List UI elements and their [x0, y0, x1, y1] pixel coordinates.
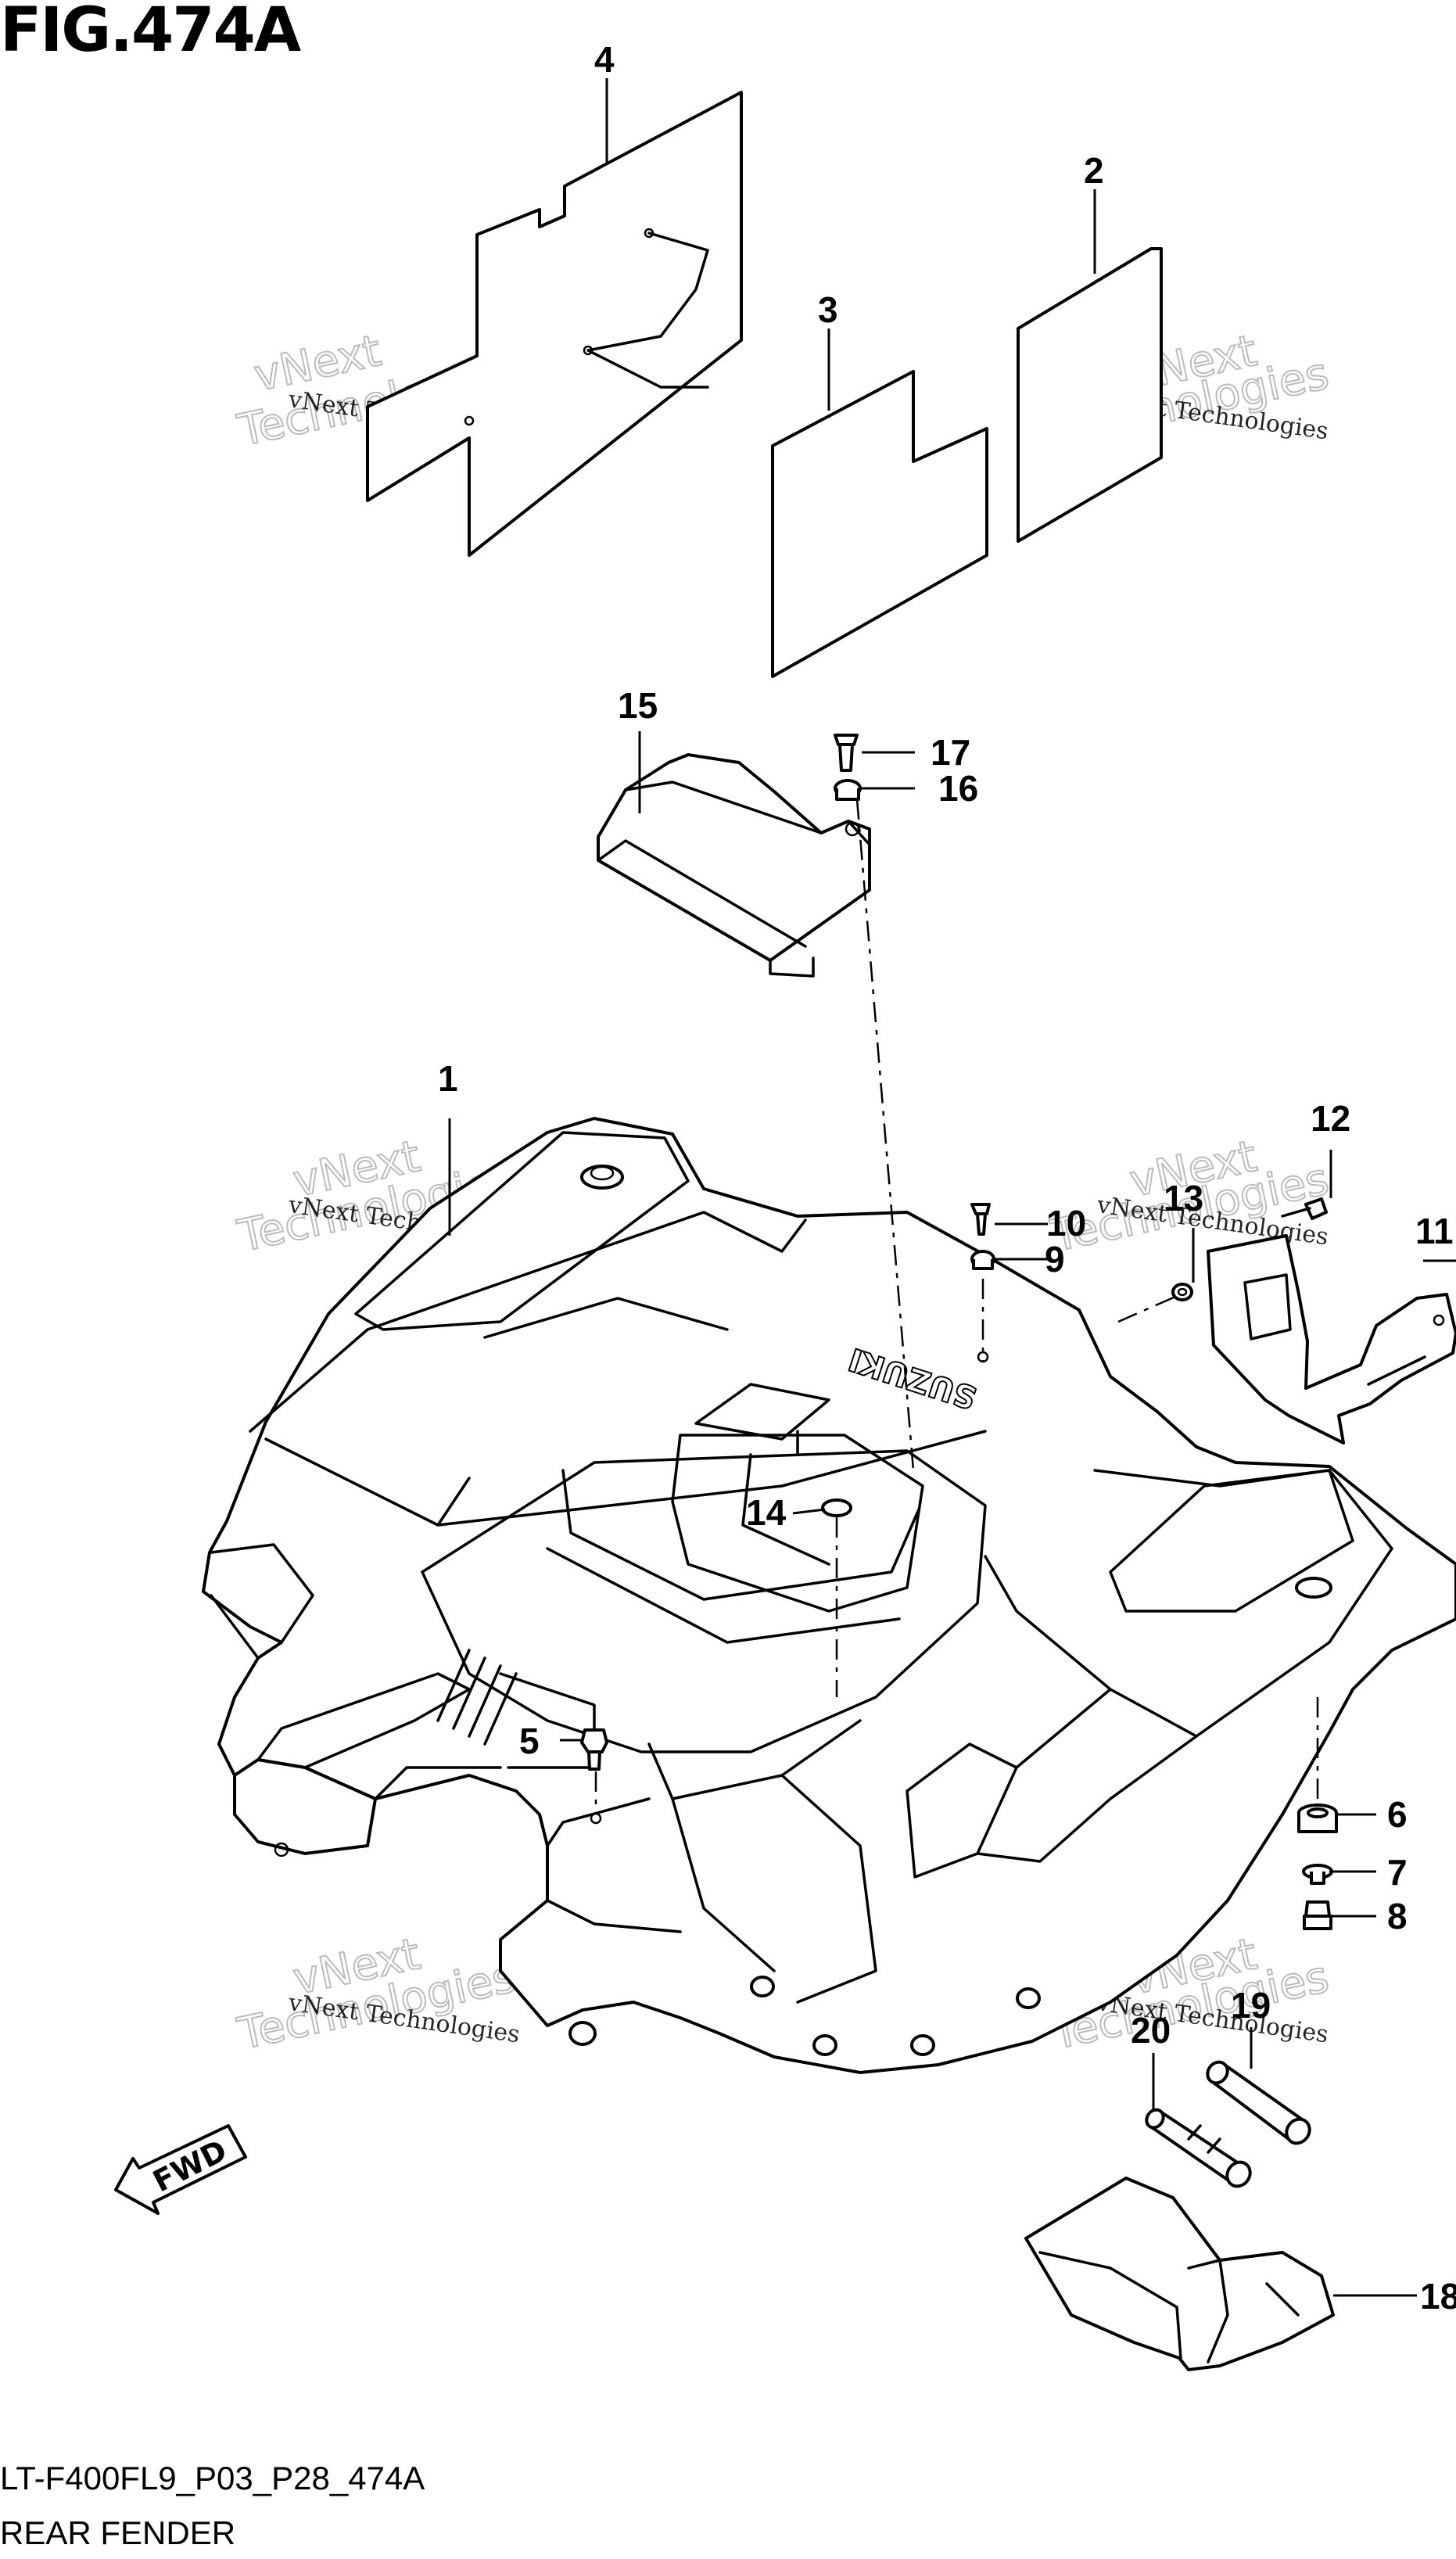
callout-6: 6 — [1387, 1794, 1408, 1835]
callout-13: 13 — [1164, 1178, 1203, 1218]
callout-1: 1 — [438, 1058, 458, 1099]
callout-5: 5 — [519, 1721, 540, 1761]
callout-18: 18 — [1420, 2276, 1456, 2317]
part-2-decal — [1017, 247, 1163, 543]
figure-code: LT-F400FL9_P03_P28_474A — [0, 2460, 425, 2496]
part-6-cushion — [1297, 1804, 1338, 1833]
watermark-bottom-left: vNext Technologies vNext Technologies — [232, 1928, 521, 2061]
callout-8: 8 — [1387, 1896, 1408, 1936]
part-17-screw — [834, 734, 859, 772]
part-7-collar — [1302, 1864, 1333, 1885]
callout-2: 2 — [1084, 150, 1104, 191]
callout-7: 7 — [1387, 1852, 1408, 1893]
part-13-washer — [1171, 1283, 1193, 1301]
callout-12: 12 — [1311, 1098, 1350, 1139]
figure-name: REAR FENDER — [0, 2514, 236, 2551]
part-20-tool — [1145, 2108, 1252, 2188]
part-15-cover — [597, 753, 871, 978]
part-11-bracket — [1207, 1234, 1456, 1445]
callout-16: 16 — [938, 768, 978, 809]
callout-17: 17 — [931, 732, 970, 773]
part-18-tool-bag — [1024, 2177, 1335, 2371]
figure-title: FIG.474A — [0, 0, 301, 66]
callout-19: 19 — [1231, 1985, 1271, 2026]
callouts: 4 2 3 15 17 16 1 12 11 13 10 9 14 5 6 7 … — [438, 39, 1456, 2317]
part-3-decal — [771, 370, 988, 678]
callout-9: 9 — [1045, 1239, 1065, 1280]
callout-20: 20 — [1131, 2010, 1171, 2051]
part-5-bolt — [580, 1728, 608, 1825]
part-9-nut — [970, 1250, 995, 1270]
part-1-rear-fender: SUZUKI — [202, 1117, 1456, 2074]
part-4-decal — [366, 91, 743, 557]
part-12-screw — [1281, 1197, 1328, 1220]
callout-11: 11 — [1415, 1211, 1454, 1251]
callout-15: 15 — [618, 685, 658, 726]
watermark-bottom-right: vNext Technologies vNext Technologies — [1045, 1928, 1333, 2061]
callout-3: 3 — [818, 289, 838, 330]
callout-10: 10 — [1046, 1203, 1086, 1244]
leader-lines — [448, 78, 1456, 2297]
callout-4: 4 — [594, 39, 615, 80]
part-10-screw — [970, 1203, 991, 1236]
callout-14: 14 — [746, 1492, 787, 1533]
part-16-grommet — [834, 779, 862, 801]
fwd-arrow-icon: FWD — [114, 2124, 247, 2215]
part-19-tool — [1206, 2060, 1311, 2145]
part-8-bolt — [1303, 1900, 1332, 1930]
